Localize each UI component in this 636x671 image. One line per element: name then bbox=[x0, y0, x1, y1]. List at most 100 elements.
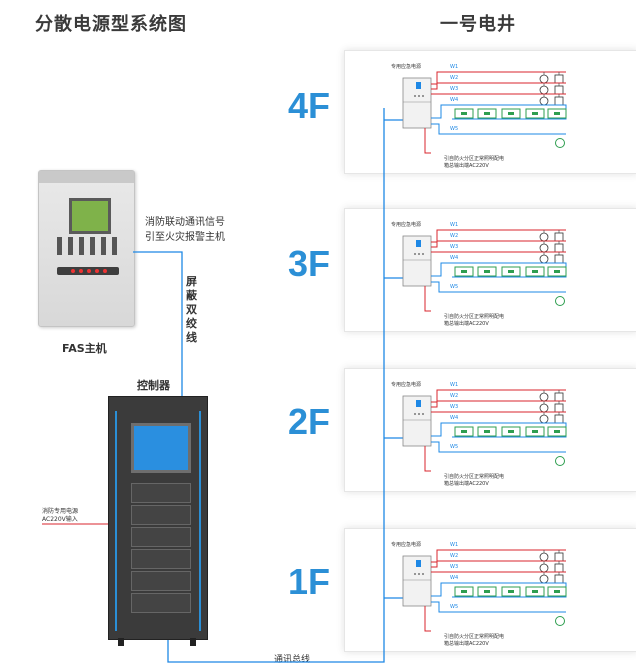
exit-arrow-4-2f bbox=[532, 430, 538, 433]
cabinet-module-3 bbox=[131, 527, 191, 547]
exit-arrow-2-1f bbox=[484, 590, 490, 593]
fas-host-unit bbox=[38, 170, 135, 327]
wire-label-w1-3f: W1 bbox=[450, 222, 459, 228]
exit-arrow-4-1f bbox=[532, 590, 538, 593]
exit-arrow-1-3f bbox=[461, 270, 467, 273]
cabinet-module-5 bbox=[131, 571, 191, 591]
fas-top-strip bbox=[39, 171, 134, 183]
w5-fixture-4f bbox=[555, 138, 565, 148]
wire-w4-4f bbox=[431, 104, 567, 120]
floor-label-4f: 4F bbox=[288, 85, 331, 126]
wire-w2-3f bbox=[431, 240, 566, 248]
fixture-w1-3f bbox=[554, 232, 564, 242]
power-note-line1-3f: 引自防火分区正常照明配电 bbox=[444, 314, 505, 320]
power-box-1f bbox=[402, 555, 432, 607]
fixture-w3-3f bbox=[554, 254, 564, 264]
normal-power-feed-2f bbox=[424, 446, 431, 472]
wire-label-w2-4f: W2 bbox=[450, 75, 459, 81]
power-box-led-2f-3 bbox=[422, 413, 424, 415]
exit-arrow-5-3f bbox=[554, 270, 560, 273]
wire-label-w4-1f: W4 bbox=[450, 575, 459, 581]
power-box-indicator-2f bbox=[416, 400, 421, 407]
wire-w5-4f bbox=[431, 123, 566, 135]
lamp-w3-2f bbox=[539, 414, 549, 424]
power-note-line2-2f: 箱总输出端AC220V bbox=[444, 481, 489, 487]
exit-arrow-5-1f bbox=[554, 590, 560, 593]
lamp-w3-3f bbox=[539, 254, 549, 264]
wire-w5-3f bbox=[431, 281, 566, 293]
power-box-label-3f: 专用应急电源 bbox=[391, 222, 422, 228]
exit-arrow-5-4f bbox=[554, 112, 560, 115]
wire-label-w4-4f: W4 bbox=[450, 97, 459, 103]
wire-w1-2f bbox=[431, 389, 566, 403]
power-note-line2-4f: 箱总输出端AC220V bbox=[444, 163, 489, 169]
lamp-w2-4f bbox=[539, 85, 549, 95]
wire-label-w5-1f: W5 bbox=[450, 604, 459, 610]
exit-arrow-3-2f bbox=[508, 430, 514, 433]
exit-arrow-5-2f bbox=[554, 430, 560, 433]
wire-label-w3-3f: W3 bbox=[450, 244, 459, 250]
wire-label-w5-4f: W5 bbox=[450, 126, 459, 132]
wire-w2-1f bbox=[431, 560, 566, 568]
wire-w2-2f bbox=[431, 400, 566, 408]
wire-label-w5-2f: W5 bbox=[450, 444, 459, 450]
wire-label-w1-4f: W1 bbox=[450, 64, 459, 70]
wire-label-w1-2f: W1 bbox=[450, 382, 459, 388]
power-note-line1-1f: 引自防火分区正常照明配电 bbox=[444, 634, 505, 640]
fas-button-row bbox=[57, 267, 119, 275]
wire-w2-4f bbox=[431, 82, 566, 90]
wire-label-w2-2f: W2 bbox=[450, 393, 459, 399]
power-note-line2-3f: 箱总输出端AC220V bbox=[444, 321, 489, 327]
fixture-w2-1f bbox=[554, 563, 564, 573]
wire-label-w5-3f: W5 bbox=[450, 284, 459, 290]
cabinet-foot-right bbox=[190, 638, 196, 646]
power-box-led-3f-3 bbox=[422, 253, 424, 255]
floor-label-2f: 2F bbox=[288, 401, 331, 442]
power-box-2f bbox=[402, 395, 432, 447]
fas-label: FAS主机 bbox=[62, 342, 107, 355]
power-box-led-2f-2 bbox=[418, 413, 420, 415]
lamp-w2-2f bbox=[539, 403, 549, 413]
fixture-w2-4f bbox=[554, 85, 564, 95]
fixture-w3-4f bbox=[554, 96, 564, 106]
power-box-label-1f: 专用应急电源 bbox=[391, 542, 422, 548]
fixture-w1-2f bbox=[554, 392, 564, 402]
power-box-label-2f: 专用应急电源 bbox=[391, 382, 422, 388]
lamp-w1-2f bbox=[539, 392, 549, 402]
floor-label-3f: 3F bbox=[288, 243, 331, 284]
power-box-led-1f-3 bbox=[422, 573, 424, 575]
wire-w4-2f bbox=[431, 422, 567, 438]
wire-w5-1f bbox=[431, 601, 566, 613]
wire-w5-2f bbox=[431, 441, 566, 453]
wire-w4-3f bbox=[431, 262, 567, 278]
exit-arrow-2-4f bbox=[484, 112, 490, 115]
w5-fixture-1f bbox=[555, 616, 565, 626]
wire-label-w2-1f: W2 bbox=[450, 553, 459, 559]
wire-w1-4f bbox=[431, 71, 566, 85]
exit-arrow-1-1f bbox=[461, 590, 467, 593]
floor-label-1f: 1F bbox=[288, 561, 331, 602]
fixture-w1-1f bbox=[554, 552, 564, 562]
normal-power-feed-3f bbox=[424, 286, 431, 312]
power-input-line1: 消防专用电源 bbox=[42, 508, 79, 515]
lamp-w1-1f bbox=[539, 552, 549, 562]
power-input-line2: AC220V输入 bbox=[42, 516, 78, 523]
wire-label-w4-2f: W4 bbox=[450, 415, 459, 421]
power-note-line1-4f: 引自防火分区正常照明配电 bbox=[444, 156, 505, 162]
power-box-led-1f-2 bbox=[418, 573, 420, 575]
wire-w1-1f bbox=[431, 549, 566, 563]
lamp-w2-3f bbox=[539, 243, 549, 253]
exit-arrow-1-4f bbox=[461, 112, 467, 115]
fixture-w3-2f bbox=[554, 414, 564, 424]
exit-arrow-3-3f bbox=[508, 270, 514, 273]
wire-label-w4-3f: W4 bbox=[450, 255, 459, 261]
normal-power-feed-4f bbox=[424, 128, 431, 154]
power-box-indicator-3f bbox=[416, 240, 421, 247]
power-note-line2-1f: 箱总输出端AC220V bbox=[444, 641, 489, 647]
exit-arrow-2-3f bbox=[484, 270, 490, 273]
fas-screen bbox=[69, 198, 111, 234]
exit-arrow-3-4f bbox=[508, 112, 514, 115]
normal-power-feed-1f bbox=[424, 606, 431, 632]
lamp-w3-1f bbox=[539, 574, 549, 584]
